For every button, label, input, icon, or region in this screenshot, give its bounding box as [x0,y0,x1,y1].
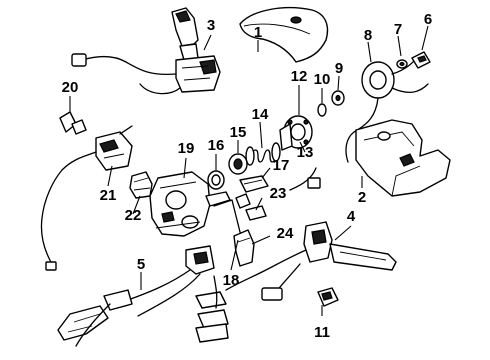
leader-lines [69,25,429,316]
callout-9: 9 [335,60,343,77]
part-13-cam [279,123,293,151]
callout-21: 21 [100,187,117,204]
callout-3: 3 [207,17,215,34]
callout-10: 10 [314,71,331,88]
callout-22: 22 [125,207,142,224]
callout-7: 7 [394,21,402,38]
part-3-lever-assembly [71,7,221,95]
callout-13: 13 [297,144,314,161]
callout-14: 14 [252,106,269,123]
callout-17: 17 [273,157,290,174]
callout-19: 19 [178,140,195,157]
part-11-clip [317,287,339,307]
part-7-nut [396,59,408,69]
part-16-bearing [207,170,225,190]
callout-1: 1 [254,24,262,41]
part-21-ignition-switch [40,125,133,271]
callout-8: 8 [364,27,372,44]
callout-18: 18 [223,272,240,289]
part-23-switch [245,167,321,221]
callout-6: 6 [424,11,432,28]
callout-4: 4 [347,208,356,225]
part-2-column-housing [355,119,451,197]
part-14-spring [245,142,281,166]
part-10-snap-ring [317,103,327,117]
part-4-multifunction-switch [225,221,397,301]
callout-11: 11 [314,324,330,341]
callout-24: 24 [277,225,294,242]
callout-2: 2 [358,189,366,206]
callout-12: 12 [291,68,308,85]
callout-23: 23 [270,185,287,202]
callout-15: 15 [230,124,247,141]
part-15-retainer [228,153,248,175]
part-24-bracket [233,229,255,267]
part-5-wire-harness [57,245,229,347]
part-1-column-cover [239,7,329,63]
part-19-lock-housing [149,171,231,237]
callout-5: 5 [137,256,145,273]
part-8-signal-ring [345,53,429,163]
part-17-rack [239,175,269,193]
part-6-clip [411,51,431,69]
callouts: 1 2 3 4 5 6 7 8 9 10 11 12 13 14 15 16 1… [62,11,433,341]
part-22-lock-cylinder [129,171,153,199]
part-20-clips [59,111,87,135]
callout-20: 20 [62,79,79,96]
callout-16: 16 [208,137,225,154]
part-9-washer [331,90,345,106]
